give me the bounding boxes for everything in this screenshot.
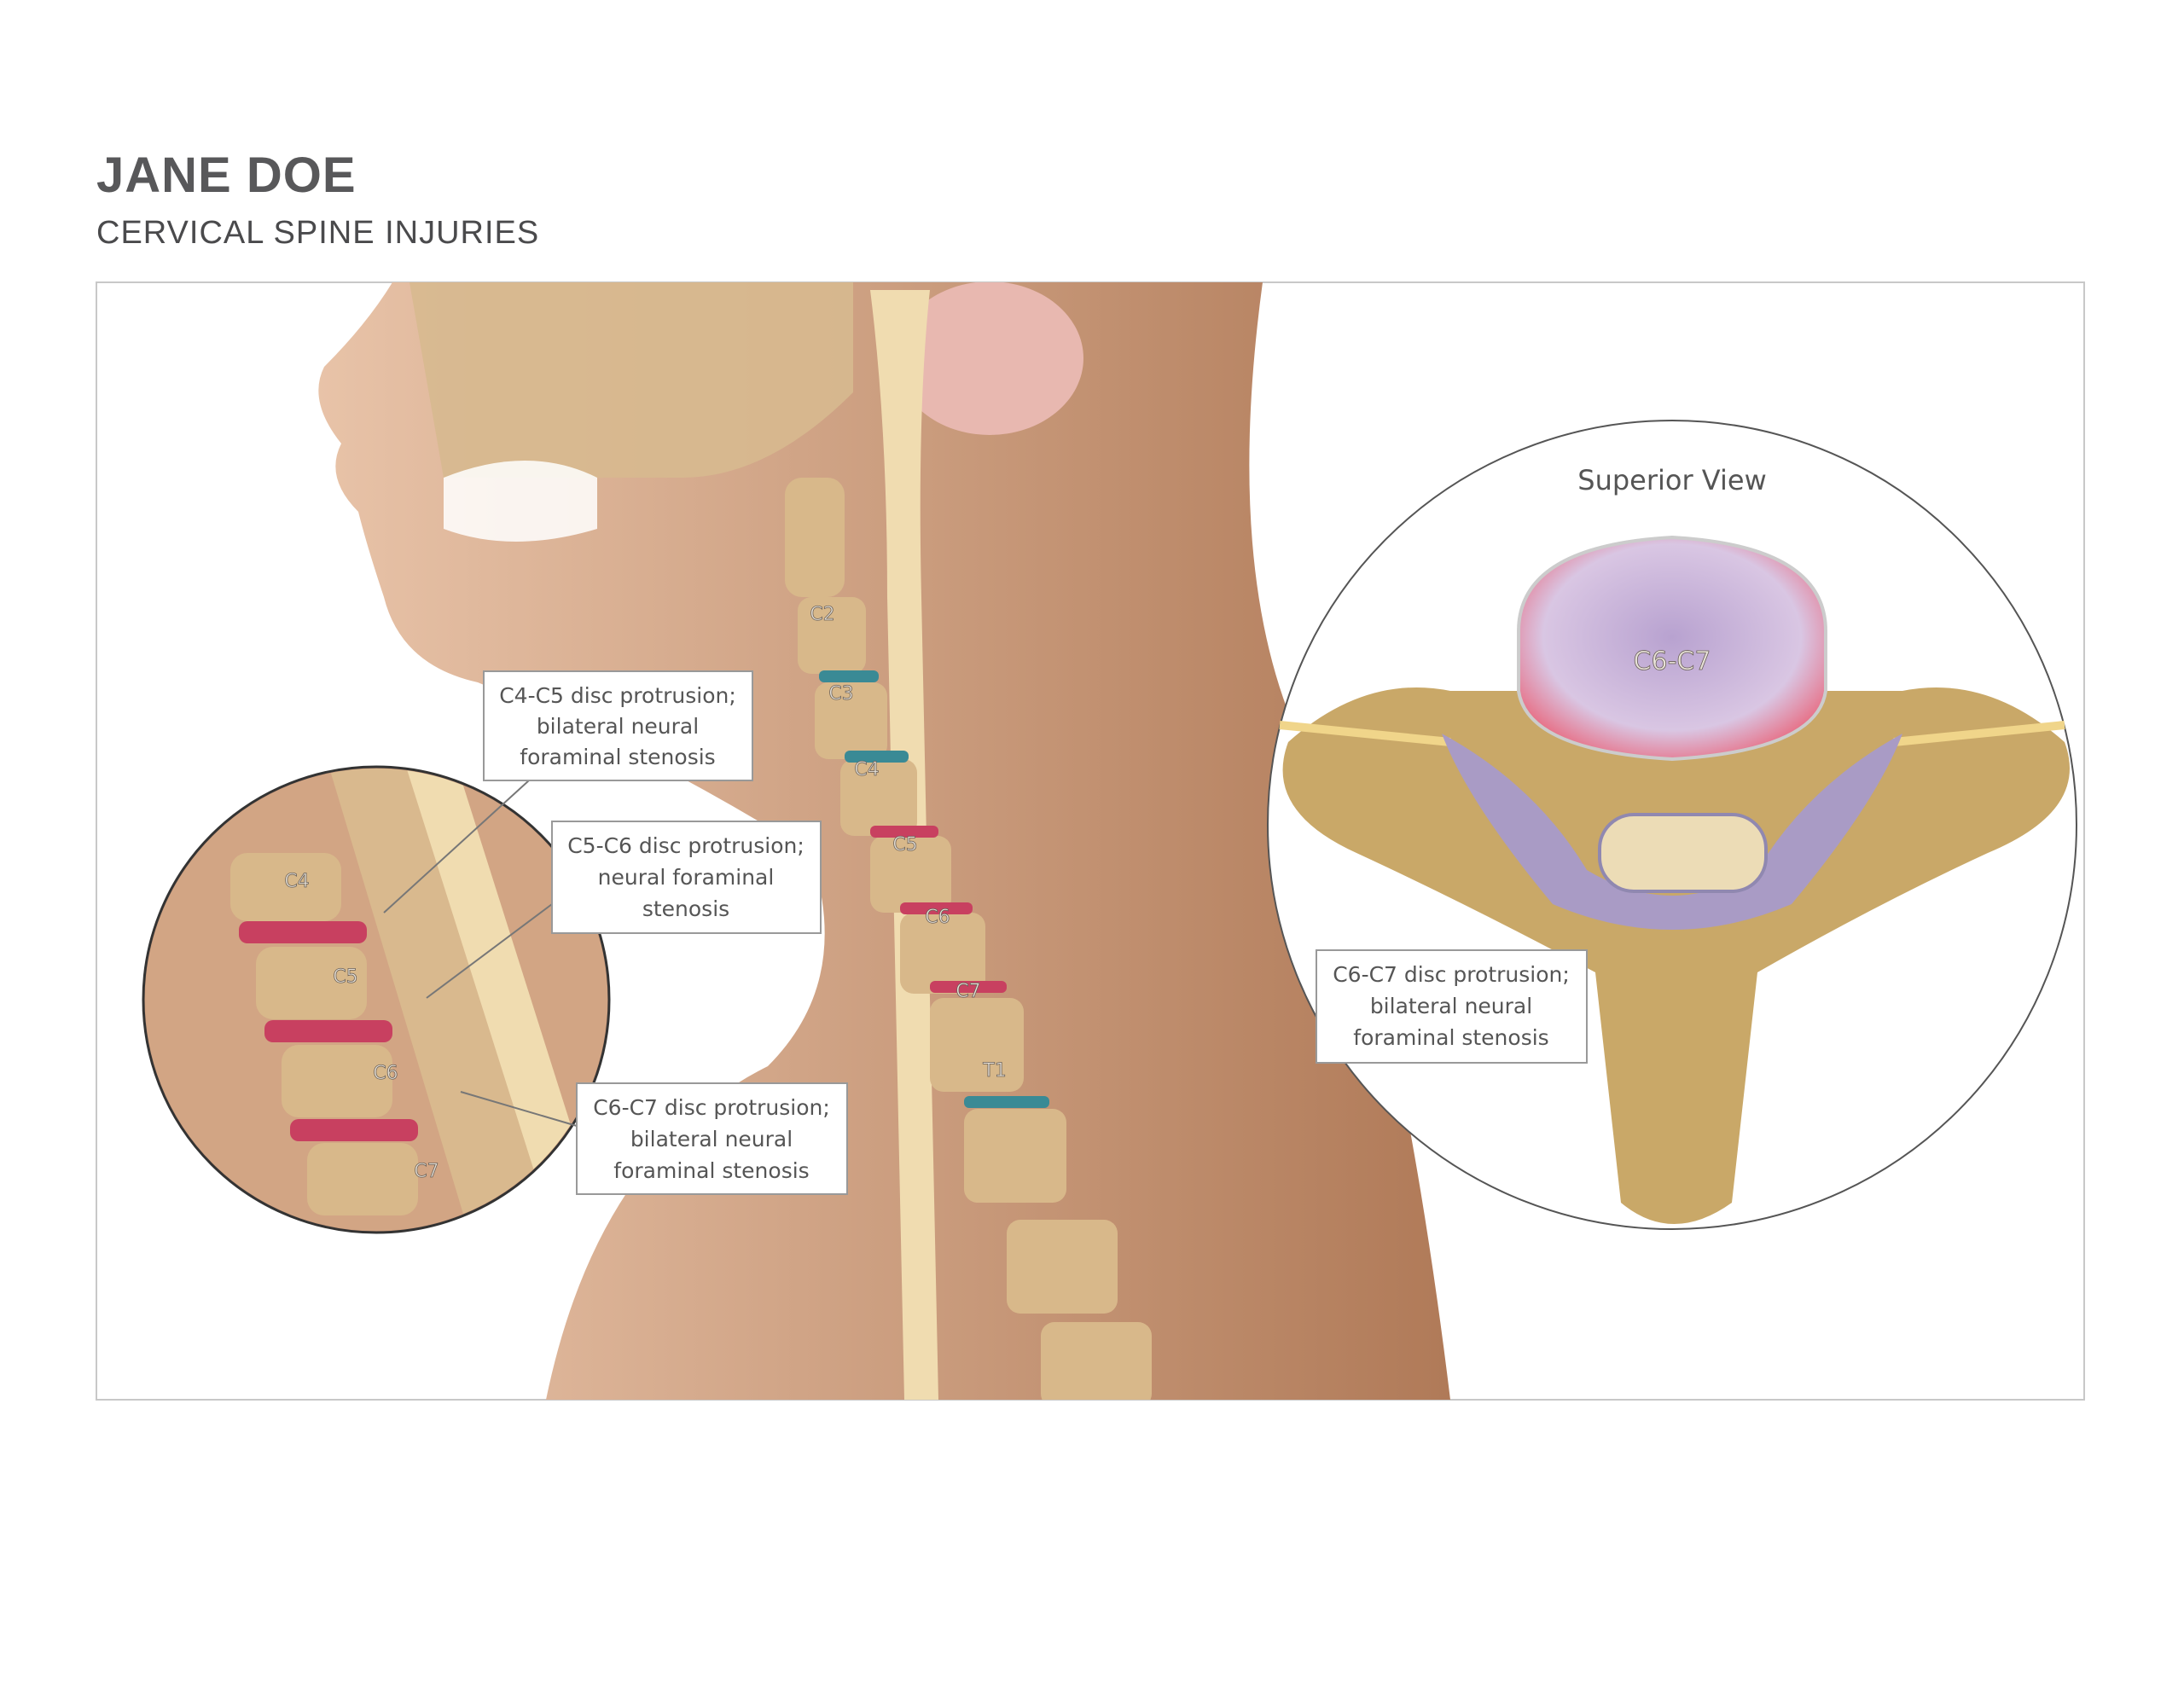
svg-text:C4: C4 [854,759,879,780]
spinal-cord [1598,813,1768,893]
svg-text:C4: C4 [284,871,309,892]
vertebral-column [785,478,1152,1400]
svg-text:C5-C6 disc protrusion;: C5-C6 disc protrusion; [567,833,804,858]
svg-text:C7: C7 [956,981,980,1002]
svg-text:bilateral neural: bilateral neural [630,1127,793,1151]
vertebra-labels: C2 C3 C4 C5 C6 C7 T1 [810,604,1007,1082]
svg-text:bilateral neural: bilateral neural [1370,994,1532,1018]
svg-text:foraminal stenosis: foraminal stenosis [1353,1025,1548,1050]
svg-text:neural foraminal: neural foraminal [598,865,775,890]
callout-c6-c7: C6-C7 disc protrusion; bilateral neural … [576,1082,848,1195]
dural-sac [1442,734,1902,930]
svg-text:bilateral neural: bilateral neural [537,714,699,739]
sagittal-head-neck: C2 C3 C4 C5 C6 C7 T1 [318,282,1450,1400]
svg-text:stenosis: stenosis [642,896,729,921]
svg-text:T1: T1 [982,1060,1006,1082]
exhibit-subtitle: CERVICAL SPINE INJURIES [96,215,540,251]
svg-text:C7: C7 [414,1161,439,1182]
nerve-root-left [1279,721,1451,746]
svg-text:C6-C7 disc protrusion;: C6-C7 disc protrusion; [1333,962,1570,987]
svg-text:C2: C2 [810,604,834,625]
svg-text:foraminal stenosis: foraminal stenosis [613,1158,809,1183]
inset-zoom-circle: C4 C5 C6 C7 [142,765,611,1234]
nerve-root-right [1893,721,2065,746]
disc-level-label: C6-C7 [1634,647,1711,676]
patient-name: JANE DOE [96,148,357,203]
svg-text:C6: C6 [373,1063,398,1084]
svg-text:C5: C5 [892,834,917,856]
vertebra-bone [1282,687,2070,1224]
callout-superior-c6-c7: C6-C7 disc protrusion; bilateral neural … [1316,949,1588,1064]
callout-c5-c6: C5-C6 disc protrusion; neural foraminal … [551,821,822,934]
svg-text:C6: C6 [925,907,950,928]
svg-text:C3: C3 [828,683,853,705]
svg-text:C6-C7 disc protrusion;: C6-C7 disc protrusion; [593,1095,830,1120]
callout-c4-c5: C4-C5 disc protrusion; bilateral neural … [483,670,753,781]
svg-text:C4-C5 disc protrusion;: C4-C5 disc protrusion; [499,683,736,708]
svg-text:C5: C5 [333,966,357,988]
superior-view-title: Superior View [1577,464,1766,496]
intervertebral-disc [1517,535,1827,762]
svg-text:foraminal stenosis: foraminal stenosis [520,745,715,769]
teeth [444,461,597,542]
superior-view-circle: Superior View C6-C7 [1267,420,2077,1230]
